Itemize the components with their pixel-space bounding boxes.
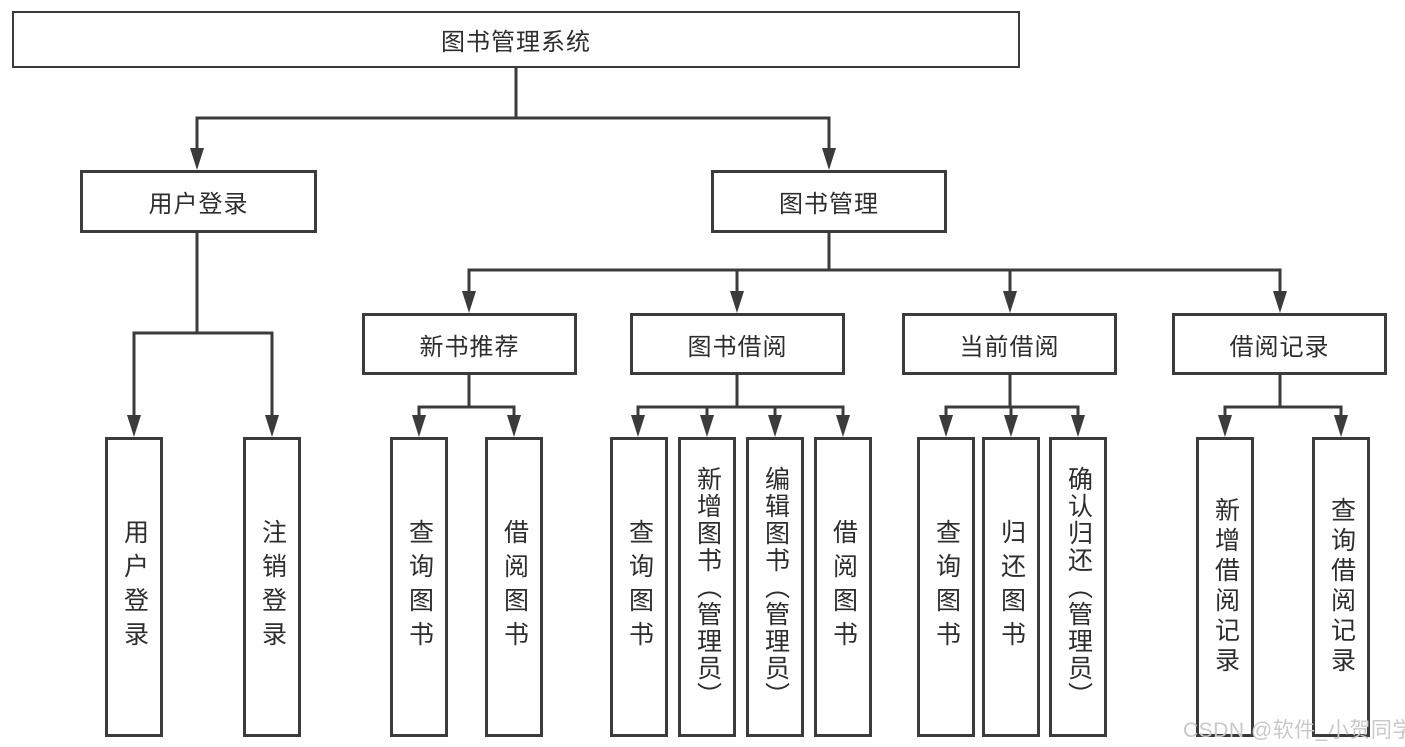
node-label: 新书推荐 [419, 333, 520, 361]
leaf-label: 确认归还（管理员） [1064, 465, 1093, 709]
node-current-borrowing: 当前借阅 [902, 313, 1117, 375]
node-book-management: 图书管理 [711, 170, 947, 233]
leaf-label: 编辑图书（管理员） [761, 465, 790, 709]
leaf-label: 查询图书 [625, 519, 654, 655]
node-new-book-recommendation: 新书推荐 [362, 313, 577, 375]
leaf-add-borrow-record: 新增借阅记录 [1196, 437, 1254, 737]
leaf-user-login: 用户登录 [105, 437, 163, 737]
node-label: 图书借阅 [687, 333, 788, 361]
node-user-login: 用户登录 [80, 170, 317, 233]
node-label: 用户登录 [148, 191, 249, 218]
node-library-management-system: 图书管理系统 [12, 11, 1020, 68]
leaf-label: 借阅图书 [829, 519, 858, 655]
leaf-confirm-return-admin: 确认归还（管理员） [1049, 437, 1107, 737]
node-label: 图书管理系统 [441, 29, 591, 56]
leaf-label: 查询图书 [932, 519, 961, 655]
node-label: 当前借阅 [959, 333, 1060, 361]
leaf-query-borrow-record: 查询借阅记录 [1312, 437, 1370, 737]
leaf-label: 新增图书（管理员） [693, 465, 722, 709]
leaf-query-books: 查询图书 [610, 437, 668, 737]
csdn-watermark: CSDN @软件_小贺同学 [1183, 719, 1405, 742]
leaf-borrow-books: 借阅图书 [814, 437, 872, 737]
leaf-logout: 注销登录 [243, 437, 301, 737]
node-label: 借阅记录 [1229, 333, 1330, 361]
arrowheads [127, 148, 1348, 437]
leaf-borrow-books: 借阅图书 [485, 437, 543, 737]
leaf-add-books-admin: 新增图书（管理员） [678, 437, 736, 737]
leaf-edit-books-admin: 编辑图书（管理员） [746, 437, 804, 737]
leaf-query-books: 查询图书 [917, 437, 975, 737]
node-book-borrowing: 图书借阅 [630, 313, 845, 375]
node-label: 图书管理 [779, 191, 879, 218]
leaf-label: 查询借阅记录 [1327, 497, 1356, 677]
leaf-label: 新增借阅记录 [1211, 497, 1240, 677]
leaf-label: 查询图书 [405, 519, 434, 655]
leaf-label: 归还图书 [997, 519, 1026, 655]
leaf-label: 借阅图书 [500, 519, 529, 655]
leaf-label: 注销登录 [258, 519, 287, 655]
leaf-label: 用户登录 [120, 519, 149, 655]
node-borrowing-records: 借阅记录 [1172, 313, 1387, 375]
leaf-return-books: 归还图书 [982, 437, 1040, 737]
leaf-query-books: 查询图书 [390, 437, 448, 737]
